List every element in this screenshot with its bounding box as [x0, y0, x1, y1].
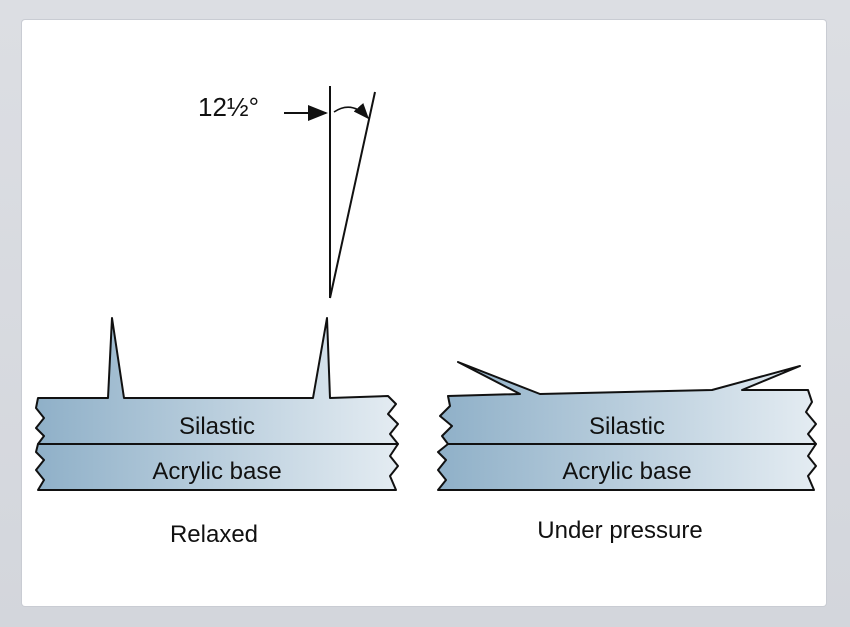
relaxed-caption: Relaxed	[170, 521, 258, 548]
inclined-projection-line	[329, 91, 376, 299]
relaxed-acrylic-layer	[35, 443, 399, 491]
figure-panel	[22, 20, 826, 606]
under-pressure-diagram: Silastic Acrylic base Under pressure	[437, 361, 817, 544]
pressure-acrylic-label: Acrylic base	[562, 458, 691, 485]
relaxed-diagram: 12½° Silastic Acrylic base Relaxed	[35, 86, 399, 548]
relaxed-silastic-label: Silastic	[179, 413, 255, 440]
pressure-silastic-label: Silastic	[589, 413, 665, 440]
angle-arc	[333, 102, 370, 120]
relaxed-acrylic-label: Acrylic base	[152, 458, 281, 485]
pressure-acrylic-layer	[437, 443, 817, 491]
angle-label: 12½°	[198, 92, 259, 122]
relaxed-silastic-layer	[35, 317, 399, 445]
pressure-caption: Under pressure	[537, 517, 702, 544]
pressure-silastic-layer	[439, 361, 817, 445]
